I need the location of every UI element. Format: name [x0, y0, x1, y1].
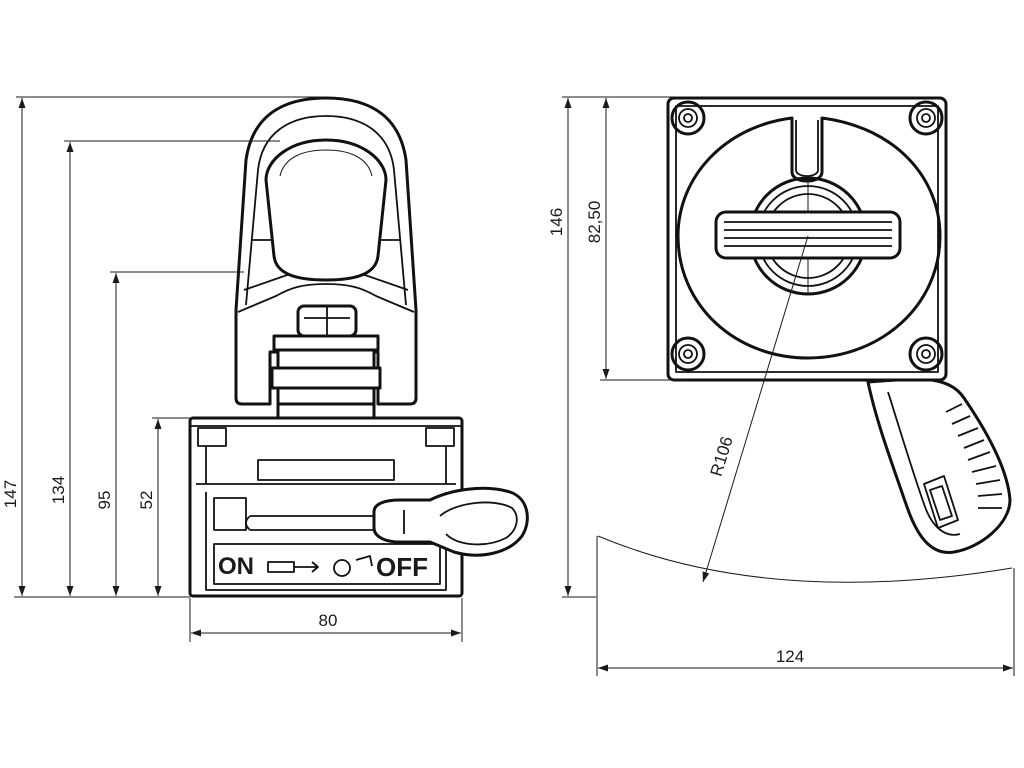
lever-handle [372, 486, 529, 557]
corner-screw-bl [670, 336, 706, 372]
side-view-dimensions: 147 134 95 52 80 [1, 96, 463, 642]
top-housing [666, 96, 948, 382]
dim-line-r106 [702, 235, 809, 583]
dim-146: 146 [547, 208, 566, 236]
dim-80: 80 [319, 611, 338, 630]
rotor-handle [714, 210, 902, 260]
dim-82-50: 82,50 [585, 201, 604, 244]
top-plate [257, 459, 395, 481]
radius-arc [597, 535, 1013, 583]
label-off: OFF [376, 552, 428, 582]
top-disc [676, 116, 942, 360]
side-view: ON OFF [188, 96, 529, 598]
dim-124: 124 [776, 647, 804, 666]
lever-grip-ridges [945, 403, 1003, 509]
dim-r106: R106 [707, 434, 737, 478]
dim-95: 95 [95, 491, 114, 510]
dim-134: 134 [49, 476, 68, 504]
swivel-collar [272, 334, 380, 352]
corner-screw-br [908, 336, 944, 372]
label-on: ON [218, 553, 254, 580]
lifting-eye-outer [234, 96, 418, 406]
corner-screw-tr [908, 100, 944, 136]
corner-screw-tl [670, 100, 706, 136]
top-view [666, 96, 1012, 554]
top-lever [866, 378, 1012, 554]
lifting-eye-hole [264, 138, 388, 282]
dim-52: 52 [137, 491, 156, 510]
dim-147: 147 [1, 480, 20, 508]
label-plate [213, 543, 441, 585]
